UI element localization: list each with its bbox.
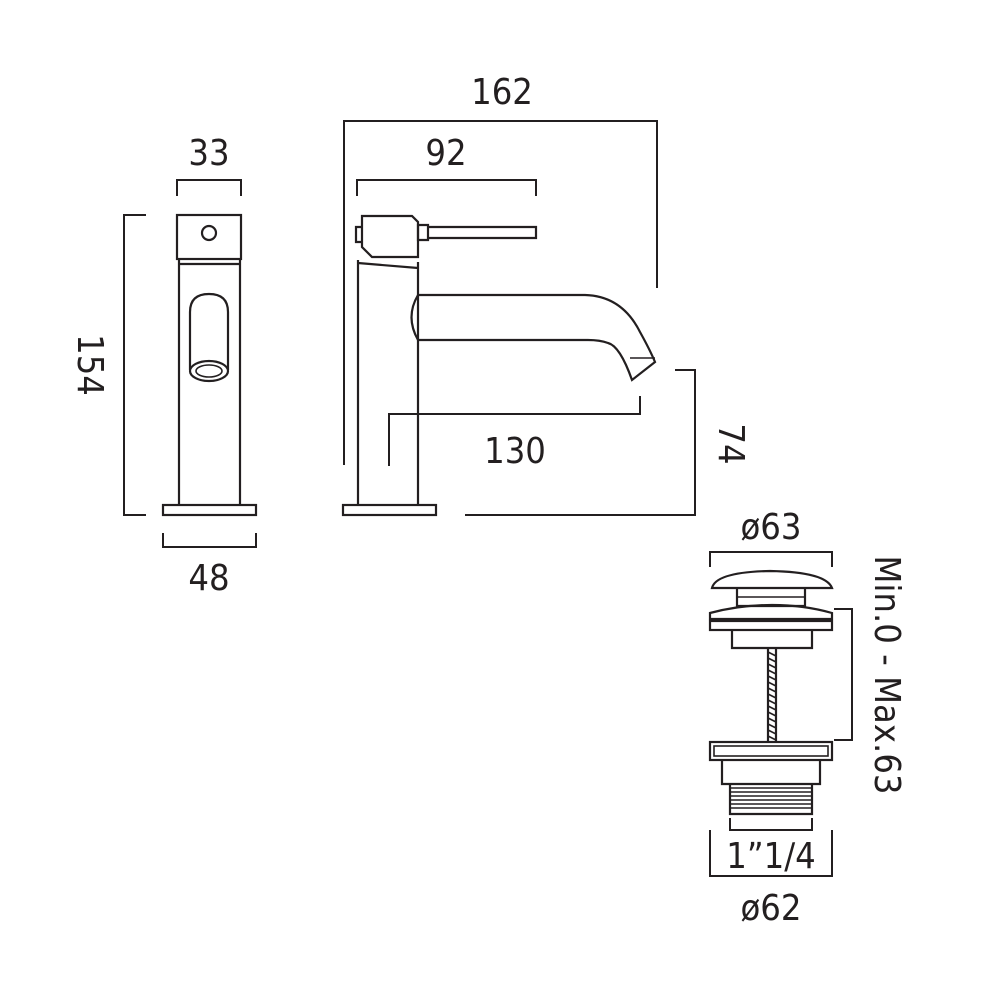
dim-line-front-base-width: [162, 533, 257, 548]
dim-line-side-lever-width: [356, 179, 537, 196]
front-spout-aerator: [188, 359, 230, 383]
front-spout-aerator-inner: [195, 364, 223, 378]
label-side-lever-width: 92: [425, 133, 466, 174]
side-spout: [418, 293, 657, 382]
front-handle-screw: [200, 224, 218, 242]
dim-line-side-spout-reach: [388, 396, 641, 466]
side-spout-joint: [410, 294, 419, 341]
label-side-spout-height: 74: [710, 423, 751, 464]
dim-line-front-height: [123, 214, 146, 516]
dim-line-adjust-range: [834, 608, 853, 741]
label-side-spout-reach: 130: [484, 431, 546, 472]
waste-pin: [766, 648, 778, 742]
waste-throat: [730, 630, 814, 650]
dim-line-flange-diameter: [709, 830, 833, 877]
waste-pin-coils: [767, 651, 777, 741]
side-lever-nub: [354, 225, 362, 244]
label-flange-diameter: ø62: [740, 888, 801, 929]
dim-line-thread-size: [729, 818, 813, 831]
side-base: [341, 503, 438, 517]
waste-body-top: [708, 740, 834, 762]
waste-thread: [728, 784, 814, 816]
side-lever-head: [360, 214, 420, 259]
side-lever-collar: [416, 223, 430, 242]
label-thread-size: 1”1/4: [726, 836, 816, 877]
waste-view: ø63 Min.0 - Max.63 1”1/4 ø62: [708, 507, 907, 929]
label-cap-diameter: ø63: [740, 507, 801, 548]
label-side-overall-width: 162: [471, 72, 533, 113]
dim-line-side-overall-width: [343, 120, 658, 465]
label-front-height: 154: [69, 334, 110, 396]
front-body: [177, 259, 242, 505]
front-handle-block: [175, 213, 243, 261]
waste-body-top-inner: [713, 745, 829, 757]
waste-flange: [708, 603, 834, 621]
front-spout-opening: [188, 292, 230, 370]
label-front-base-width: 48: [188, 558, 229, 599]
dim-line-cap-diameter: [709, 551, 833, 567]
waste-body: [720, 760, 822, 786]
side-body: [356, 260, 420, 505]
front-view: 33 154 48: [69, 133, 258, 599]
front-base: [161, 503, 258, 517]
waste-cap: [710, 569, 834, 590]
dim-line-side-spout-height: [465, 369, 696, 516]
label-adjust-range: Min.0 - Max.63: [866, 555, 907, 794]
waste-thread-lines: [730, 787, 812, 809]
side-view: 162 92 130 74: [341, 72, 751, 517]
waste-flange-ring: [708, 619, 834, 632]
side-lever-rod: [428, 225, 538, 240]
dim-line-front-top-width: [176, 179, 242, 196]
label-front-top-width: 33: [188, 133, 229, 174]
